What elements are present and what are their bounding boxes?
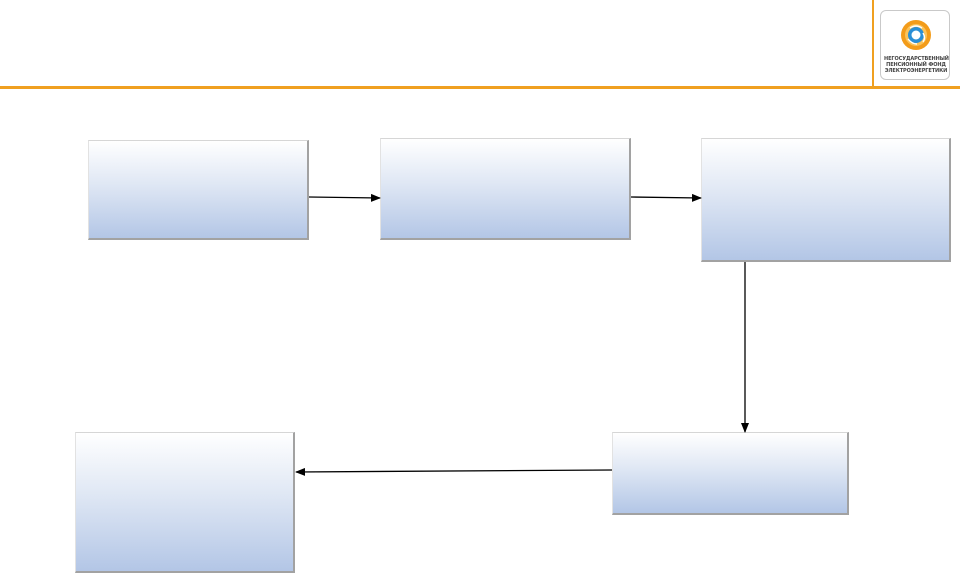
logo-text-line: НЕГОСУДАРСТВЕННЫЙ: [884, 56, 949, 62]
connector-arrow-1: [308, 193, 381, 202]
flow-box-3: [701, 138, 951, 262]
flow-box-5: [75, 432, 295, 573]
header-divider: [872, 0, 874, 86]
logo-text-line: ЭЛЕКТРОЭНЕРГЕТИКИ: [884, 68, 948, 74]
flow-box-2: [380, 138, 631, 240]
connector-arrow-4: [295, 467, 613, 476]
logo-text-line: ПЕНСИОННЫЙ ФОНД: [886, 62, 946, 68]
logo: НЕГОСУДАРСТВЕННЫЙ ПЕНСИОННЫЙ ФОНД ЭЛЕКТР…: [880, 10, 950, 80]
flow-box-1: [88, 140, 309, 240]
connector-arrow-2: [630, 193, 702, 202]
header-rule: [0, 86, 960, 89]
flow-box-4: [612, 432, 849, 515]
sun-emblem-icon: [901, 20, 931, 50]
